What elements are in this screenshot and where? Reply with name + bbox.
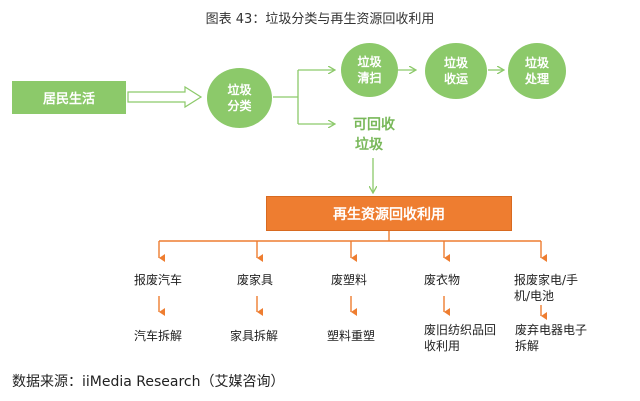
result-textile-recycling: 废旧纺织品回收利用 <box>424 323 497 353</box>
renewable-resource-box: 再生资源回收利用 <box>266 196 512 231</box>
sort-label: 垃圾分类 <box>227 83 252 113</box>
resident-arrow-icon <box>127 85 203 109</box>
sort-circle: 垃圾分类 <box>207 68 272 128</box>
dispose-label: 垃圾处理 <box>524 56 549 86</box>
category-waste-clothing: 废衣物 <box>424 273 461 287</box>
category-waste-furniture: 废家具 <box>237 273 274 287</box>
category-scrapped-electronics: 报废家电/手机/电池 <box>514 273 579 303</box>
result-car-dismantling: 汽车拆解 <box>134 329 183 343</box>
result-furniture-dismantling: 家具拆解 <box>230 329 279 343</box>
collect-circle: 垃圾收运 <box>425 43 487 99</box>
recyclable-label-line1: 可回收 <box>353 117 395 133</box>
clean-circle: 垃圾清扫 <box>341 43 398 97</box>
collect-label: 垃圾收运 <box>443 56 468 86</box>
result-plastic-reshaping: 塑料重塑 <box>327 329 376 343</box>
data-source: 数据来源：iiMedia Research（艾媒咨询） <box>12 374 285 390</box>
category-scrapped-car: 报废汽车 <box>134 273 183 287</box>
resident-life-box: 居民生活 <box>12 81 126 114</box>
category-waste-plastic: 废塑料 <box>331 273 368 287</box>
dispose-circle: 垃圾处理 <box>508 43 566 99</box>
clean-label: 垃圾清扫 <box>357 55 382 85</box>
recyclable-label: 可回收 垃圾 <box>353 115 395 155</box>
recyclable-label-line2: 垃圾 <box>355 137 383 153</box>
result-electronics-dismantling: 废弃电器电子拆解 <box>515 323 588 353</box>
page-title: 图表 43：垃圾分类与再生资源回收利用 <box>205 12 435 27</box>
